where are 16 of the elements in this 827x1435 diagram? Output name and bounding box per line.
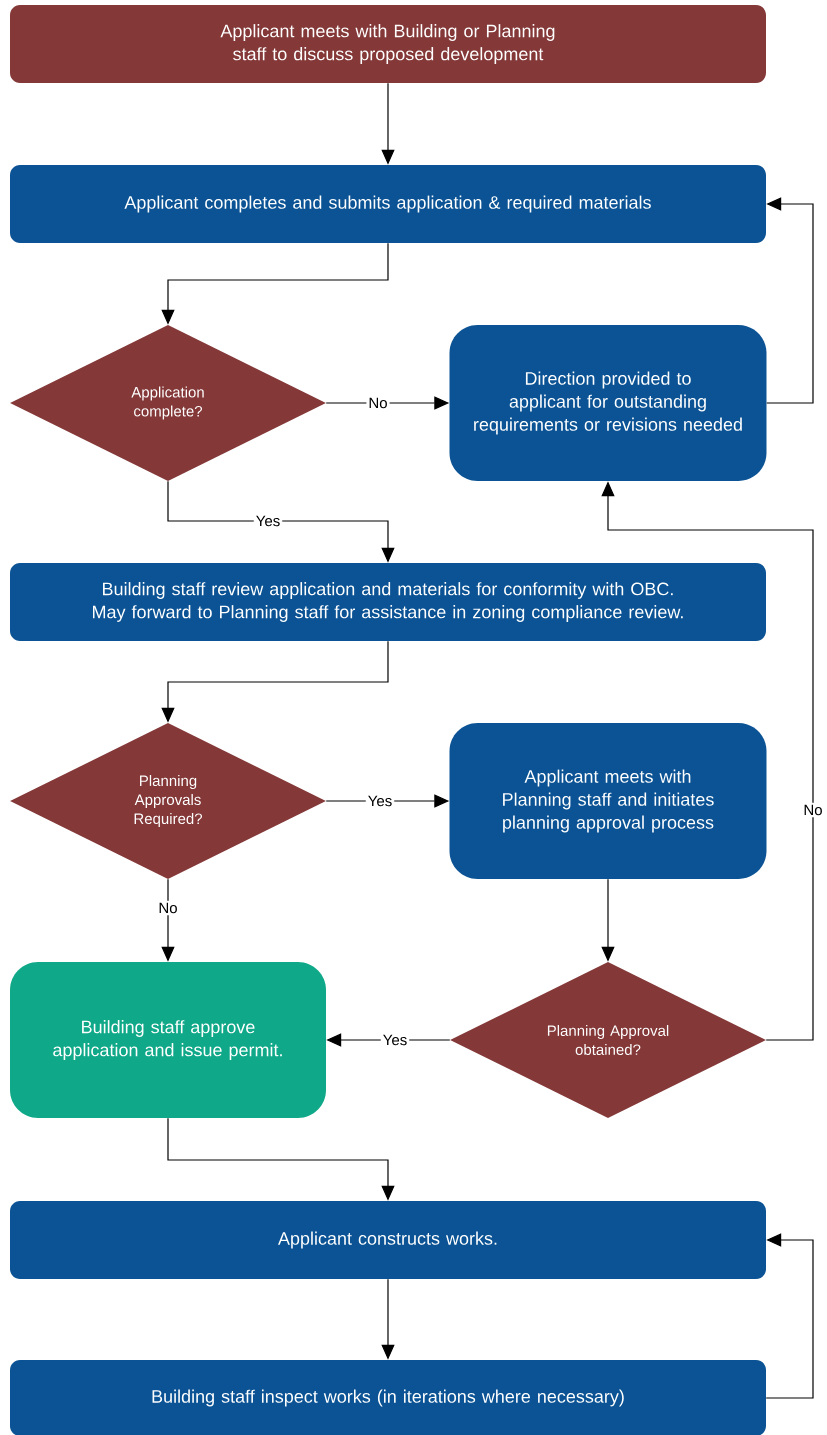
edge-label: Yes (253, 513, 283, 529)
process-box: Building staff inspect works (in iterations where necessary) (10, 1360, 766, 1435)
edge-label: No (801, 802, 825, 818)
edge-label: Yes (365, 793, 395, 809)
process-box: Applicant completes and submits application & required materials (10, 165, 766, 243)
process-box: Applicant constructs works. (10, 1201, 766, 1279)
process-box: Building staff approve application and issue permit. (10, 962, 326, 1118)
process-box: Applicant meets with Building or Planning staff to discuss proposed development (10, 5, 766, 83)
process-box: Building staff review application and materials for conformity with OBC. May forward to Planning staff for assistance in zoning compliance review. (10, 563, 766, 641)
arrow (766, 197, 814, 404)
process-box: Applicant meets with Planning staff and initiates planning approval process (449, 723, 767, 879)
process-box: Direction provided to applicant for outstanding requirements or revisions needed (449, 325, 767, 481)
edge-label: Yes (380, 1032, 410, 1048)
edge-label: No (366, 395, 390, 411)
arrow (765, 1233, 814, 1399)
edge-label: No (156, 900, 180, 916)
